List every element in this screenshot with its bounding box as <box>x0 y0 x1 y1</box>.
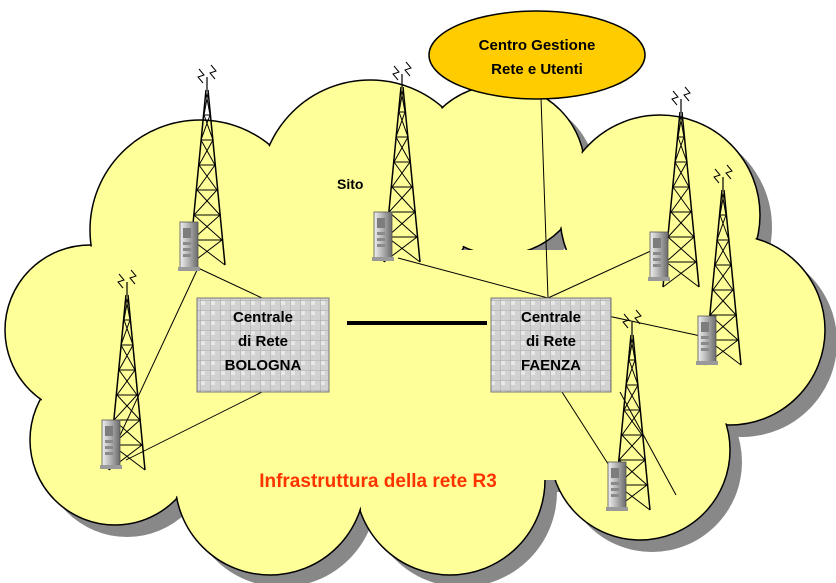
diagram-caption: Infrastruttura della rete R3 <box>259 471 497 492</box>
site-cabinet-icon <box>695 315 719 366</box>
bologna-label-line2: di Rete <box>238 333 288 350</box>
site-label: Sito <box>337 176 363 192</box>
site-cabinet-icon <box>99 419 123 470</box>
network-links <box>115 97 711 496</box>
management-center-line1: Centro Gestione <box>479 37 596 54</box>
site-cabinet-icon <box>647 231 671 282</box>
site-cabinet-icon <box>605 461 629 512</box>
exchange-bologna-block <box>196 297 330 393</box>
faenza-label-line3: FAENZA <box>521 357 581 374</box>
faenza-label-line2: di Rete <box>526 333 576 350</box>
faenza-label-line1: Centrale <box>521 309 581 326</box>
site-cabinet-icon <box>177 221 201 272</box>
exchange-faenza-block <box>490 297 612 393</box>
bologna-label-line3: BOLOGNA <box>225 357 302 374</box>
site-cabinet-icon <box>371 211 395 262</box>
bologna-label-line1: Centrale <box>233 309 293 326</box>
management-center-node <box>428 10 646 100</box>
management-center-line2: Rete e Utenti <box>491 61 583 78</box>
